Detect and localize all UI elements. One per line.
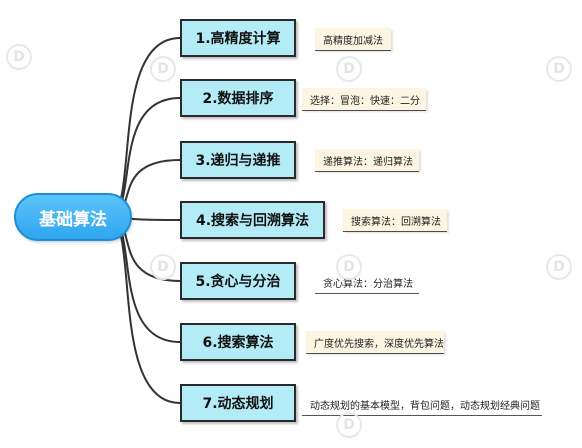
note-high-precision: 高精度加减法 xyxy=(315,28,391,50)
topic-label: 7.动态规划 xyxy=(202,396,274,412)
branch-connector xyxy=(107,216,181,404)
topic-search-backtracking[interactable]: 4.搜索与回溯算法 xyxy=(180,201,325,239)
edraw-watermark-icon: D xyxy=(150,254,176,280)
note-search-algorithms: 广度优先搜索，深度优先算法 xyxy=(306,331,444,353)
topic-recursion[interactable]: 3.递归与递推 xyxy=(180,141,296,179)
note-text: 动态规划的基本模型，背包问题，动态规划经典问题 xyxy=(310,400,540,412)
note-text: 递推算法：递归算法 xyxy=(323,156,413,168)
note-dynamic-programming: 动态规划的基本模型，背包问题，动态规划经典问题 xyxy=(302,393,542,415)
note-greedy-divide: 贪心算法：分治算法 xyxy=(315,271,419,293)
note-sorting: 选择：冒泡：快速：二分 xyxy=(302,88,426,110)
topic-high-precision[interactable]: 1.高精度计算 xyxy=(180,19,296,57)
topic-label: 4.搜索与回溯算法 xyxy=(195,213,310,229)
edraw-watermark-icon: D xyxy=(336,412,362,438)
note-text: 高精度加减法 xyxy=(323,35,383,47)
edraw-watermark-icon: D xyxy=(150,56,176,82)
note-search-backtracking: 搜索算法：回溯算法 xyxy=(343,209,447,231)
edraw-watermark-icon: D xyxy=(546,56,572,82)
note-text: 选择：冒泡：快速：二分 xyxy=(310,95,420,107)
topic-greedy-divide[interactable]: 5.贪心与分治 xyxy=(180,262,296,300)
topic-search-algorithms[interactable]: 6.搜索算法 xyxy=(180,323,296,361)
edraw-watermark-icon: D xyxy=(336,254,362,280)
topic-label: 5.贪心与分治 xyxy=(195,274,281,290)
topic-label: 6.搜索算法 xyxy=(202,335,274,351)
topic-label: 2.数据排序 xyxy=(202,91,274,107)
root-topic-label: 基础算法 xyxy=(39,209,107,230)
edraw-watermark-icon: D xyxy=(546,254,572,280)
topic-dynamic-programming[interactable]: 7.动态规划 xyxy=(180,384,296,422)
topic-label: 1.高精度计算 xyxy=(195,31,281,47)
note-text: 广度优先搜索，深度优先算法 xyxy=(314,338,444,350)
edraw-watermark-icon: D xyxy=(336,56,362,82)
edraw-watermark-icon: D xyxy=(6,44,32,70)
topic-label: 3.递归与递推 xyxy=(195,153,281,169)
note-recursion: 递推算法：递归算法 xyxy=(315,149,419,171)
note-text: 贪心算法：分治算法 xyxy=(323,278,413,290)
root-topic[interactable]: 基础算法 xyxy=(14,193,132,241)
topic-sorting[interactable]: 2.数据排序 xyxy=(180,79,296,117)
note-text: 搜索算法：回溯算法 xyxy=(351,216,441,228)
